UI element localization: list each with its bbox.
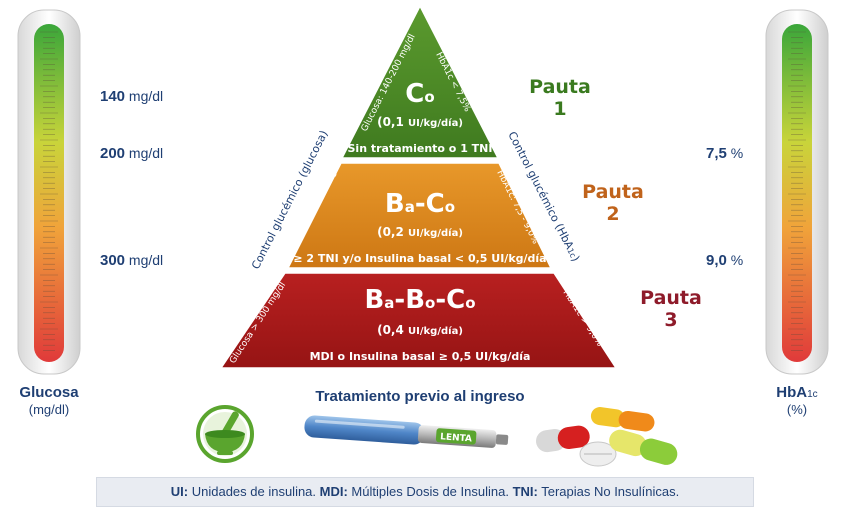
tier-3-dose: (0,4 UI/kg/día) [377, 323, 463, 337]
insulin-pen-icon: LENTA [304, 415, 509, 448]
tier-3-treatment: MDI o Insulina basal ≥ 0,5 UI/kg/día [310, 350, 531, 363]
hba1c-title: HbA1c [776, 384, 818, 401]
abbreviations-footer: UI: Unidades de insulina. MDI: Múltiples… [96, 477, 754, 507]
mortar-pestle-icon [196, 405, 254, 463]
pyramid-tier-3 [219, 272, 618, 369]
tier-2-treatment: ≥ 2 TNI y/o Insulina basal < 0,5 UI/kg/d… [293, 252, 546, 265]
treatment-pyramid: Co (0,1 UI/kg/día) Sin tratamiento o 1 T… [219, 4, 618, 369]
glucose-unit: (mg/dl) [28, 402, 70, 417]
glucose-title: Glucosa [19, 384, 79, 401]
tier-1-dose: (0,1 UI/kg/día) [377, 115, 463, 129]
glucose-tick-200: 200 mg/dl [100, 145, 164, 162]
glucose-gauge [17, 9, 81, 375]
tier-1-title: Co [405, 79, 434, 109]
hba1c-unit: (%) [786, 402, 808, 417]
glucose-tick-300: 300 mg/dl [100, 252, 164, 269]
pyramid-tier-1 [340, 4, 500, 159]
previous-treatment-title: Tratamiento previo al ingreso [315, 388, 525, 405]
hba1c-gauge [765, 9, 829, 375]
tier-3-title: Ba-Bo-Co [364, 285, 475, 315]
hba1c-tick-7-5: 7,5 % [706, 145, 744, 162]
pyramid-tier-2 [286, 162, 553, 269]
glucose-tick-140: 140 mg/dl [100, 88, 164, 105]
tier-1-treatment: Sin tratamiento o 1 TNI [348, 142, 493, 155]
pills-icon [536, 407, 678, 467]
tier-2-title: Ba-Co [385, 189, 455, 219]
tier-2-dose: (0,2 UI/kg/día) [377, 225, 463, 239]
pen-label: LENTA [440, 432, 472, 444]
hba1c-tick-9-0: 9,0 % [706, 252, 744, 269]
